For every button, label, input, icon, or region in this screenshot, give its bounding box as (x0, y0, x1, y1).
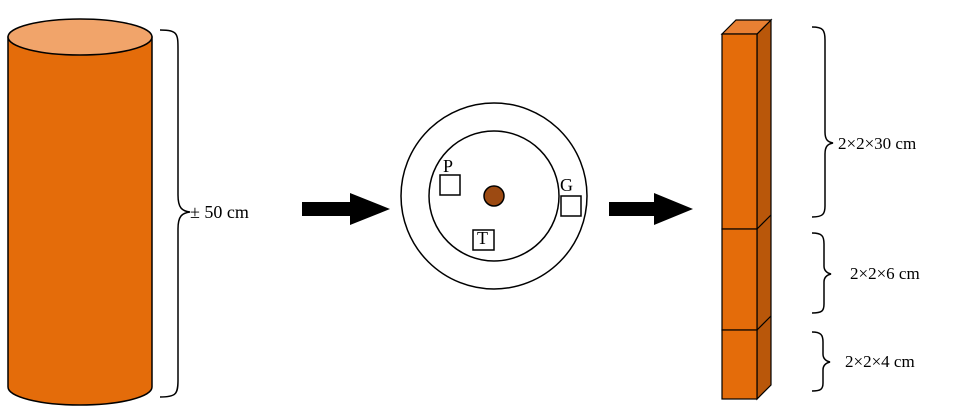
sample-square-T (472, 229, 495, 251)
log-body (7, 36, 153, 406)
label-6cm: 2×2×6 cm (850, 264, 920, 283)
brace-6cm (811, 232, 832, 314)
label-T: T (477, 228, 488, 248)
log-top (7, 18, 153, 56)
label-30cm: 2×2×30 cm (838, 134, 916, 153)
cross-section: P G T (400, 102, 588, 290)
label-G: G (560, 175, 573, 195)
arrow-to-samples (609, 193, 693, 225)
label-P: P (443, 156, 453, 176)
stick-side (756, 18, 772, 401)
sample-stick (720, 18, 773, 401)
log-length-label: ± 50 cm (190, 202, 249, 222)
stick-segment-30cm (721, 33, 758, 230)
stick-segment-4cm (721, 329, 758, 400)
log-cylinder (7, 18, 153, 406)
sample-square-G (560, 195, 582, 217)
stick-side-divider-1 (756, 214, 772, 230)
brace-30cm (811, 26, 834, 218)
sample-square-P (439, 174, 461, 196)
stick-side-divider-2 (756, 315, 772, 331)
stick-segment-6cm (721, 228, 758, 331)
label-4cm: 2×2×4 cm (845, 352, 915, 371)
pith (483, 185, 505, 207)
log-length-brace (159, 29, 191, 398)
arrow-to-cross-section (302, 193, 390, 225)
brace-4cm (811, 331, 831, 392)
